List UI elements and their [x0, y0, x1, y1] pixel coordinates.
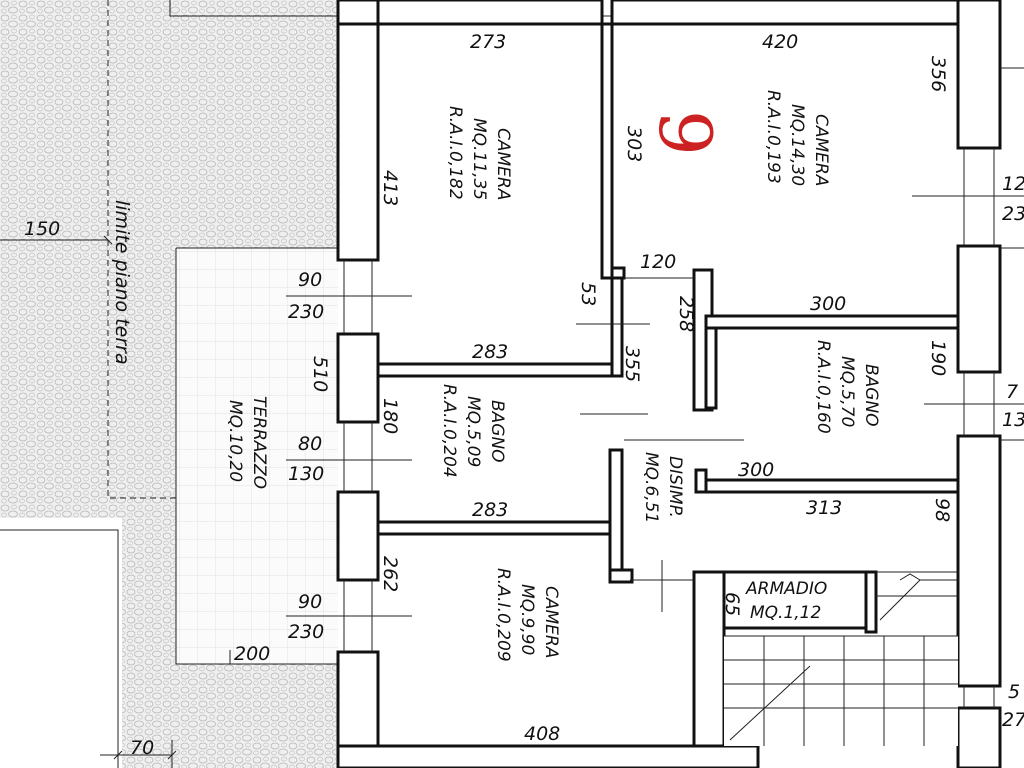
handwritten-annotation: 9 — [643, 110, 727, 156]
dim-200: 200 — [234, 643, 270, 665]
room-area: MQ.5,70 — [837, 356, 857, 427]
dim-313: 313 — [806, 497, 842, 519]
wall-corridor-left-1 — [610, 276, 624, 378]
dim-90b: 90 — [298, 591, 322, 613]
edge-23: 23 — [1002, 203, 1024, 225]
dim-283b: 283 — [472, 499, 508, 521]
dim-413: 413 — [379, 170, 401, 206]
staircase — [724, 571, 958, 746]
dim-190: 190 — [927, 340, 949, 376]
dim-80: 80 — [298, 433, 322, 455]
wall-cam1-bagno1 — [376, 362, 618, 378]
room-name: ARMADIO — [745, 579, 827, 599]
dim-356: 356 — [927, 56, 949, 92]
edge-5: 5 — [1008, 681, 1020, 703]
wall-bagno2-left — [704, 326, 718, 410]
dim-98: 98 — [931, 498, 953, 522]
limite-label: limite piano terra — [111, 200, 133, 365]
armadio-box — [722, 570, 878, 630]
dim-120: 120 — [640, 251, 676, 273]
room-camera2: CAMERA MQ.14,30 R.A.I.0,193 — [763, 90, 831, 186]
wall-right-1 — [956, 0, 1002, 150]
wall-right-4 — [956, 706, 1002, 768]
wall-right-2 — [956, 244, 1002, 374]
room-camera1: CAMERA MQ.11,35 R.A.I.0,182 — [445, 106, 513, 200]
room-name: CAMERA — [541, 586, 561, 658]
edge-27: 27 — [1002, 709, 1024, 731]
room-bagno1: BAGNO MQ.5,09 R.A.I.0,204 — [439, 384, 507, 478]
dim-408: 408 — [524, 723, 560, 745]
room-name: CAMERA — [811, 114, 831, 186]
dim-150: 150 — [24, 218, 60, 240]
dim-130a: 130 — [288, 463, 324, 485]
wall-corridor-bottom — [608, 568, 634, 584]
wall-right-3 — [956, 434, 1002, 688]
dim-53: 53 — [577, 282, 599, 306]
room-rai: R.A.I.0,193 — [763, 90, 783, 184]
room-rai: R.A.I.0,160 — [813, 340, 833, 434]
room-bagno2: BAGNO MQ.5,70 R.A.I.0,160 — [813, 340, 881, 434]
room-name: TERRAZZO — [249, 396, 269, 489]
room-armadio: ARMADIO MQ.1,12 — [745, 579, 827, 623]
room-area: MQ.6,51 — [641, 452, 661, 523]
dim-355: 355 — [621, 346, 643, 382]
edge-13: 13 — [1002, 409, 1024, 431]
terrace-floor — [176, 248, 338, 664]
wall-top-left — [336, 0, 380, 26]
room-name: DISIMP. — [665, 456, 685, 518]
wall-left-2 — [336, 332, 380, 424]
room-area: MQ.1,12 — [750, 603, 821, 623]
dim-273: 273 — [470, 31, 506, 53]
room-area: MQ.9,90 — [517, 584, 537, 655]
room-name: BAGNO — [487, 400, 507, 463]
dim-90a: 90 — [298, 269, 322, 291]
room-area: MQ.5,09 — [463, 396, 483, 467]
wall-cam3-right — [692, 570, 726, 750]
dim-420: 420 — [762, 31, 798, 53]
wall-cam2-bottom — [704, 314, 962, 330]
wall-left-1 — [336, 0, 380, 262]
armadio-right-wall — [864, 570, 878, 634]
room-camera3: CAMERA MQ.9,90 R.A.I.0,209 — [493, 568, 561, 662]
wall-corridor-left-2 — [608, 448, 624, 582]
dim-230a: 230 — [288, 301, 324, 323]
room-rai: R.A.I.0,182 — [445, 106, 465, 200]
room-terrazzo: TERRAZZO MQ.10,20 — [225, 396, 269, 489]
room-rai: R.A.I.0,209 — [493, 568, 513, 662]
edge-12: 12 — [1002, 173, 1024, 195]
dim-65: 65 — [721, 592, 743, 616]
room-area: MQ.11,35 — [469, 118, 489, 200]
room-area: MQ.14,30 — [787, 104, 807, 186]
dim-258: 258 — [675, 296, 697, 332]
dim-230b: 230 — [288, 621, 324, 643]
dim-70: 70 — [130, 737, 154, 759]
dim-300b: 300 — [738, 459, 774, 481]
edge-7: 7 — [1006, 381, 1018, 403]
lower-left-block — [0, 518, 122, 768]
dim-283a: 283 — [472, 341, 508, 363]
wall-cam1-top — [376, 0, 604, 26]
wall-cam1-cam2 — [600, 22, 614, 280]
room-disimp: DISIMP. MQ.6,51 — [641, 452, 685, 523]
dim-510: 510 — [309, 356, 331, 392]
room-area: MQ.10,20 — [225, 400, 245, 482]
dim-300a: 300 — [810, 293, 846, 315]
wall-left-3 — [336, 490, 380, 582]
room-rai: R.A.I.0,204 — [439, 384, 459, 478]
wall-bagno2-bottom — [704, 478, 962, 494]
wall-bagno1-cam3 — [376, 520, 618, 536]
room-name: CAMERA — [493, 128, 513, 200]
wall-bottom — [336, 744, 760, 768]
room-name: BAGNO — [861, 364, 881, 427]
wall-cam2-top — [610, 0, 960, 26]
dim-262: 262 — [379, 556, 401, 592]
dim-180: 180 — [379, 398, 401, 434]
dim-303: 303 — [623, 126, 645, 162]
